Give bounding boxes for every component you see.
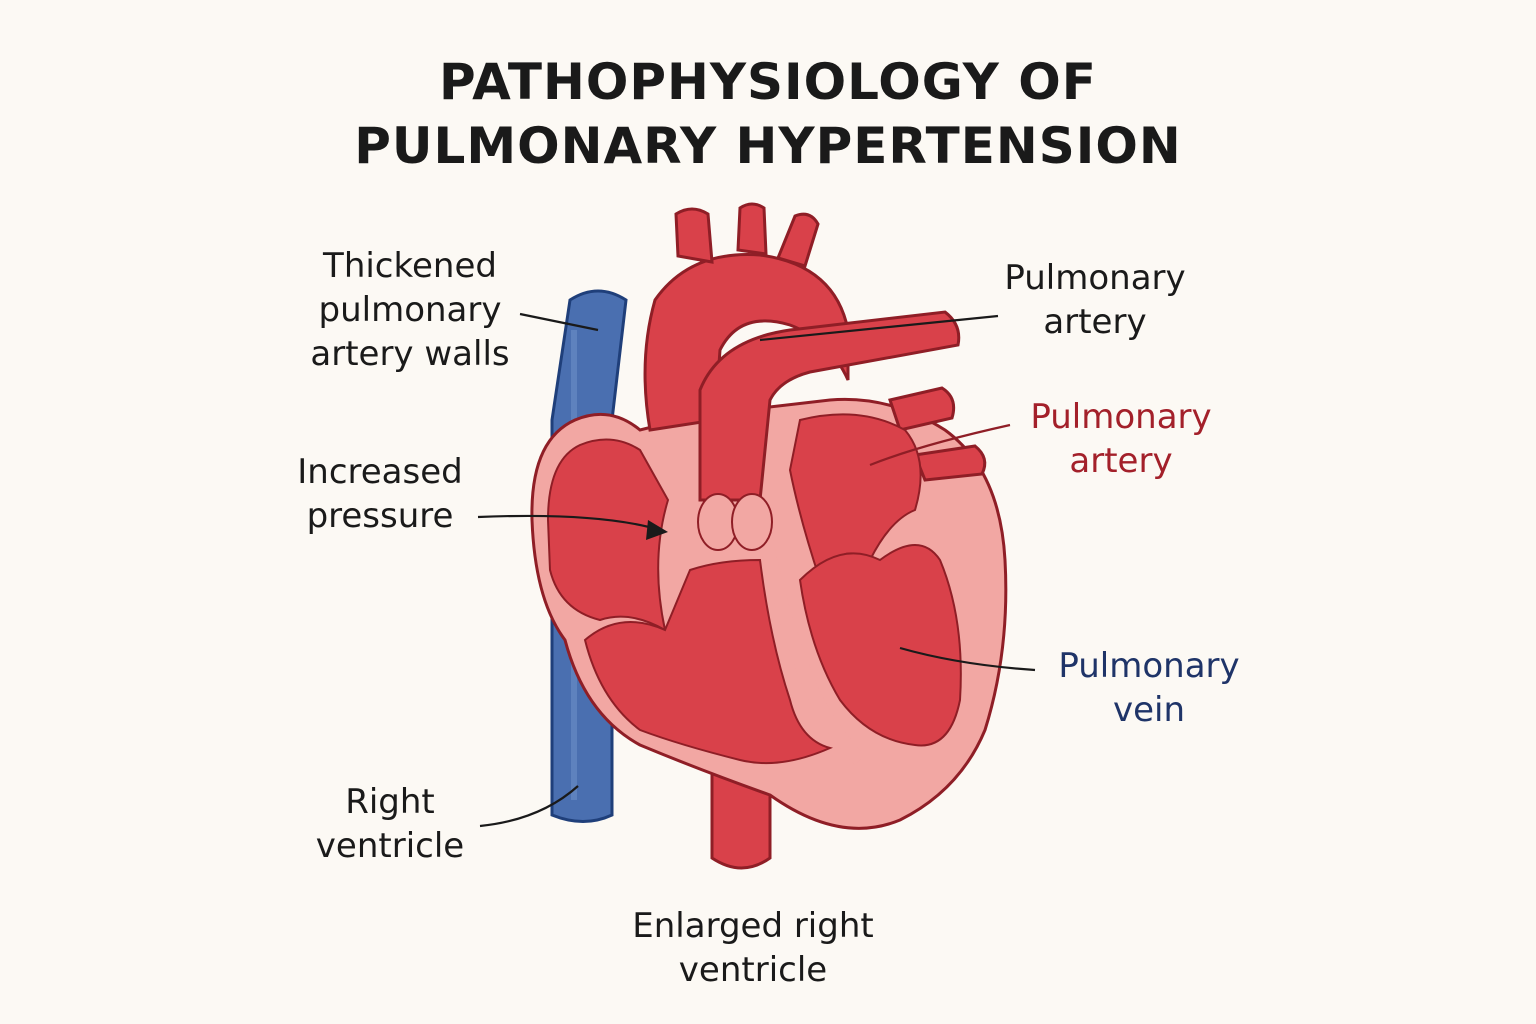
- leader-right-ventricle: [479, 785, 579, 828]
- left-atrium-chamber: [788, 413, 922, 583]
- pulmonary-vein-upper: [888, 386, 956, 432]
- arrow-head-pressure: [646, 520, 668, 540]
- diagram-title-line-1: PATHOPHYSIOLOGY OF: [439, 53, 1097, 111]
- label-enlarged-right-ventricle: Enlarged right ventricle: [632, 906, 874, 990]
- leader-increased-pressure: [477, 514, 661, 532]
- septum: [753, 499, 865, 765]
- leader-pulmonary-artery-red: [869, 423, 1011, 467]
- pulmonary-vein-lower: [912, 444, 987, 482]
- left-ventricle-chamber: [798, 544, 962, 747]
- diagram-title-line-2: PULMONARY HYPERTENSION: [354, 117, 1182, 175]
- label-increased-pressure: Increased pressure: [297, 452, 463, 536]
- label-thickened-walls: Thickened pulmonary artery walls: [310, 246, 510, 374]
- leader-pulmonary-vein: [899, 646, 1036, 672]
- pulmonary-trunk: [698, 310, 961, 502]
- leader-lines: [477, 312, 1036, 828]
- label-right-ventricle: Right ventricle: [315, 782, 465, 866]
- right-atrium-chamber: [546, 438, 670, 632]
- label-pulmonary-vein: Pulmonary vein: [1058, 646, 1240, 730]
- right-ventricle-chamber: [583, 558, 834, 765]
- label-pulmonary-artery-top: Pulmonary artery: [1004, 258, 1186, 342]
- leader-pulmonary-artery-top: [759, 314, 999, 342]
- leader-thickened-walls: [519, 312, 599, 332]
- valves: [697, 493, 773, 551]
- label-pulmonary-artery-red: Pulmonary artery: [1030, 397, 1212, 481]
